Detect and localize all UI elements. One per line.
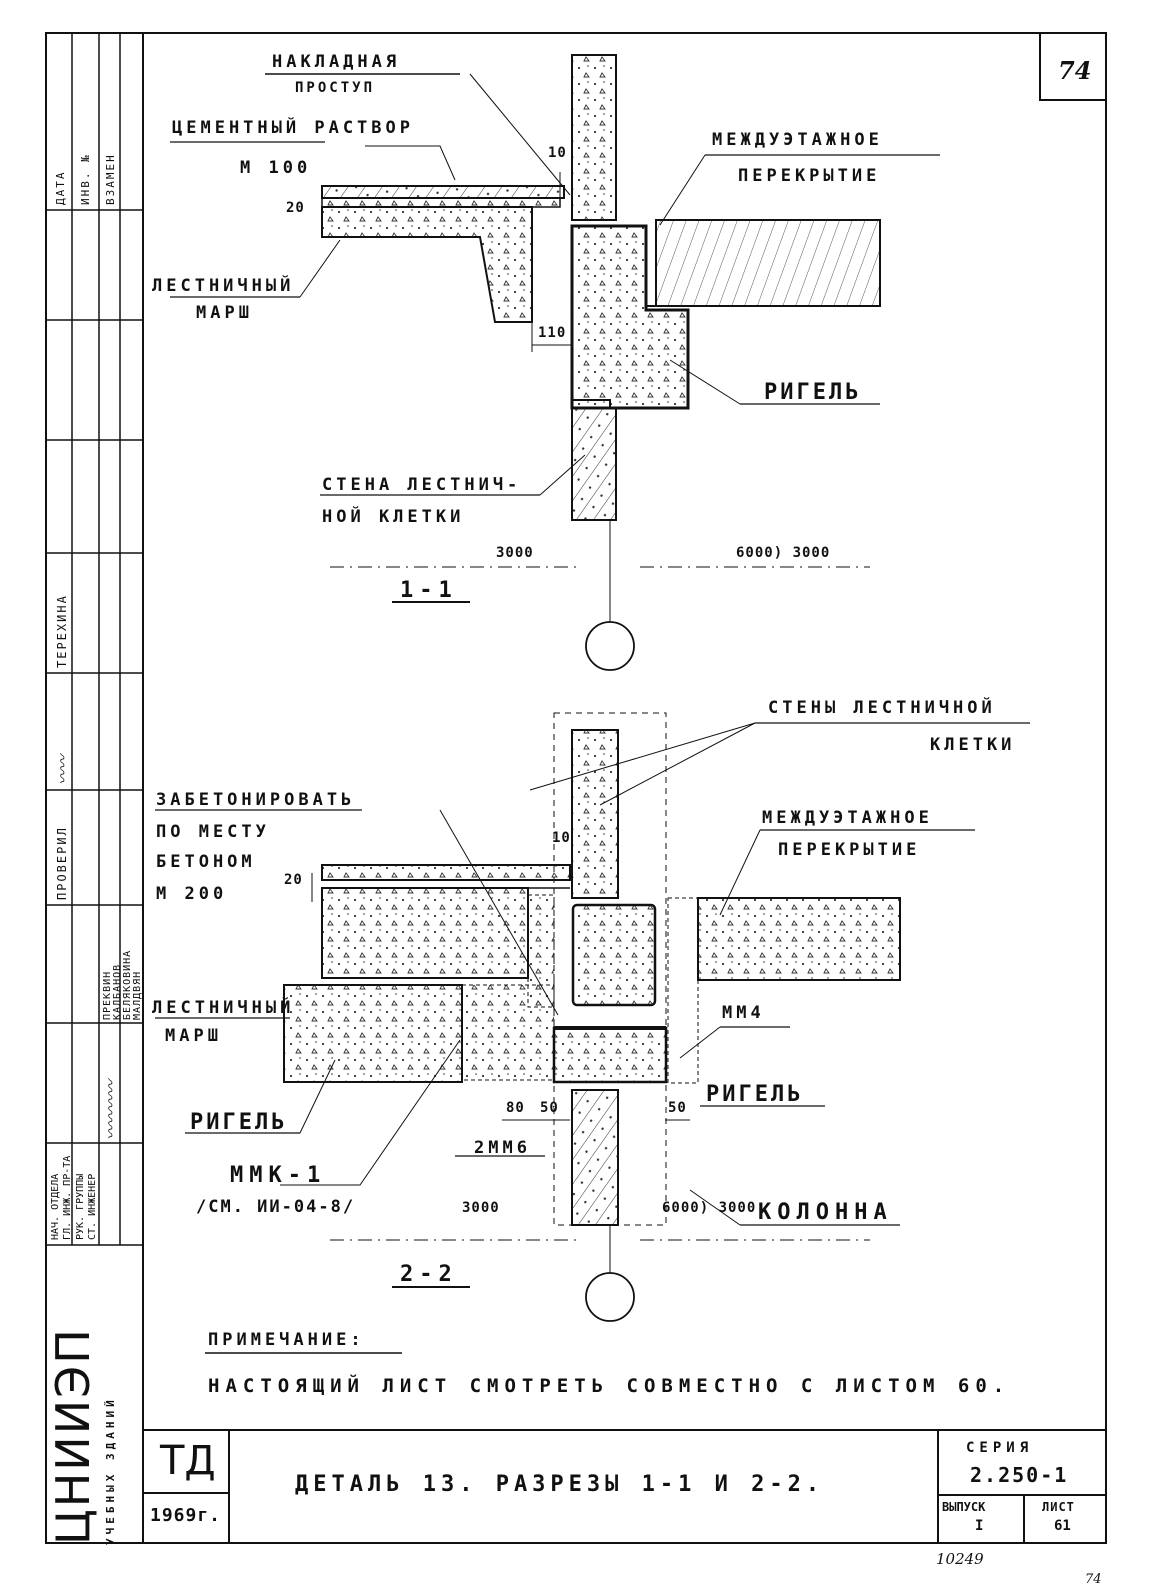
checked-name: ТЕРЕХИНА <box>55 594 69 668</box>
checked-signature: 〰〰 <box>54 754 72 785</box>
mmk-label-1: ММК-1 <box>230 1163 327 1188</box>
floor-label-2-s1: ПЕРЕКРЫТИЕ <box>738 166 881 186</box>
side-stamp-grid <box>46 33 143 1246</box>
role-4: СТ. ИНЖЕНЕР <box>87 1173 98 1240</box>
mm6-label: 2ММ6 <box>474 1138 531 1158</box>
flight-label-1-s2: ЛЕСТНИЧНЫЙ <box>152 998 295 1018</box>
mmk-label-2: /СМ. ИИ-04-8/ <box>196 1197 356 1217</box>
wall-label-2-s1: НОЙ КЛЕТКИ <box>322 507 465 527</box>
role-3: РУК. ГРУППЫ <box>75 1173 86 1240</box>
page-number: 74 <box>1085 1572 1102 1587</box>
flight-label-2-s2: МАРШ <box>165 1026 222 1046</box>
org-mark: ТД <box>160 1438 216 1484</box>
column-label: КОЛОННА <box>758 1200 893 1225</box>
mm4-label: ММ4 <box>722 1003 765 1023</box>
role-1: НАЧ. ОТДЕЛА <box>50 1173 61 1240</box>
issue-value: I <box>975 1518 984 1534</box>
sheet-value: 61 <box>1054 1518 1071 1534</box>
dim-20-s2: 20 <box>284 872 303 888</box>
dim-3000-s2: 3000 <box>462 1200 500 1216</box>
section-1-title: 1-1 <box>400 578 458 603</box>
dim-80: 80 <box>506 1100 525 1116</box>
stamp-col-replace: ВЗАМЕН <box>104 153 117 205</box>
floor-label-1-s1: МЕЖДУЭТАЖНОЕ <box>712 130 883 150</box>
issue-label: ВЫПУСК <box>942 1500 986 1514</box>
stamp-col-inv: ИНВ. № <box>79 153 92 205</box>
org-name: ЦНИИЭП <box>46 1327 100 1545</box>
dim-50b: 50 <box>668 1100 687 1116</box>
flight-label-2-s1: МАРШ <box>196 303 253 323</box>
walls-label-1-s2: СТЕНЫ ЛЕСТНИЧНОЙ <box>768 698 996 718</box>
role-2: ГЛ. ИНЖ. ПР-ТА <box>62 1155 73 1240</box>
year: 1969г. <box>150 1505 222 1526</box>
archive-number: 10249 <box>936 1550 984 1568</box>
concrete-label-1: ЗАБЕТОНИРОВАТЬ <box>156 790 356 810</box>
flight-label-1-s1: ЛЕСТНИЧНЫЙ <box>152 276 295 296</box>
overlay-strip-label-1: НАКЛАДНАЯ <box>272 52 401 72</box>
dim-6000-s2: 6000) 3000 <box>662 1200 757 1216</box>
floor-label-2-s2: ПЕРЕКРЫТИЕ <box>778 840 921 860</box>
note-heading: ПРИМЕЧАНИЕ: <box>208 1330 365 1350</box>
crossbar-label-s1: РИГЕЛЬ <box>764 380 862 405</box>
frame <box>45 32 1107 1544</box>
dim-10-s1: 10 <box>548 145 567 161</box>
note-text: НАСТОЯЩИЙ ЛИСТ СМОТРЕТЬ СОВМЕСТНО С ЛИСТ… <box>208 1375 1011 1397</box>
concrete-label-3: БЕТОНОМ <box>156 852 256 872</box>
walls-label-2-s2: КЛЕТКИ <box>930 735 1016 755</box>
series-value: 2.250-1 <box>970 1463 1069 1487</box>
floor-label-1-s2: МЕЖДУЭТАЖНОЕ <box>762 808 933 828</box>
drawing-title: ДЕТАЛЬ 13. РАЗРЕЗЫ 1-1 И 2-2. <box>295 1472 825 1497</box>
mortar-label-2: М 100 <box>240 158 312 178</box>
name-4: МАЛДВЯН <box>132 970 143 1020</box>
section-2-graphics <box>155 712 1030 1354</box>
dim-3000-s1: 3000 <box>496 545 534 561</box>
checked-by: ПРОВЕРИЛ <box>55 826 69 900</box>
crossbar-label-left: РИГЕЛЬ <box>190 1110 288 1135</box>
overlay-strip-label-2: ПРОСТУП <box>295 80 376 96</box>
wall-label-1-s1: СТЕНА ЛЕСТНИЧ- <box>322 475 522 495</box>
sheet-label: ЛИСТ <box>1042 1500 1075 1514</box>
stamp-col-date: ДАТА <box>54 170 67 206</box>
org-subtitle: УЧЕБНЫХ ЗДАНИЙ <box>104 1396 117 1545</box>
series-label: СЕРИЯ <box>966 1440 1034 1456</box>
dim-10-s2: 10 <box>552 830 571 846</box>
concrete-label-4: М 200 <box>156 884 228 904</box>
dim-20-s1: 20 <box>286 200 305 216</box>
dim-50a: 50 <box>540 1100 559 1116</box>
section-1-graphics <box>170 54 940 671</box>
section-2-title: 2-2 <box>400 1262 458 1287</box>
title-block-grid <box>143 1429 1106 1543</box>
mortar-label-1: ЦЕМЕНТНЫЙ РАСТВОР <box>172 118 414 138</box>
crossbar-label-right: РИГЕЛЬ <box>706 1082 804 1107</box>
sheet-number: 74 <box>1058 56 1092 85</box>
dim-6000-s1: 6000) 3000 <box>736 545 831 561</box>
dim-110: 110 <box>538 325 567 341</box>
concrete-label-2: ПО МЕСТУ <box>156 822 270 842</box>
signatures: 〰〰〰〰 <box>102 1079 120 1140</box>
